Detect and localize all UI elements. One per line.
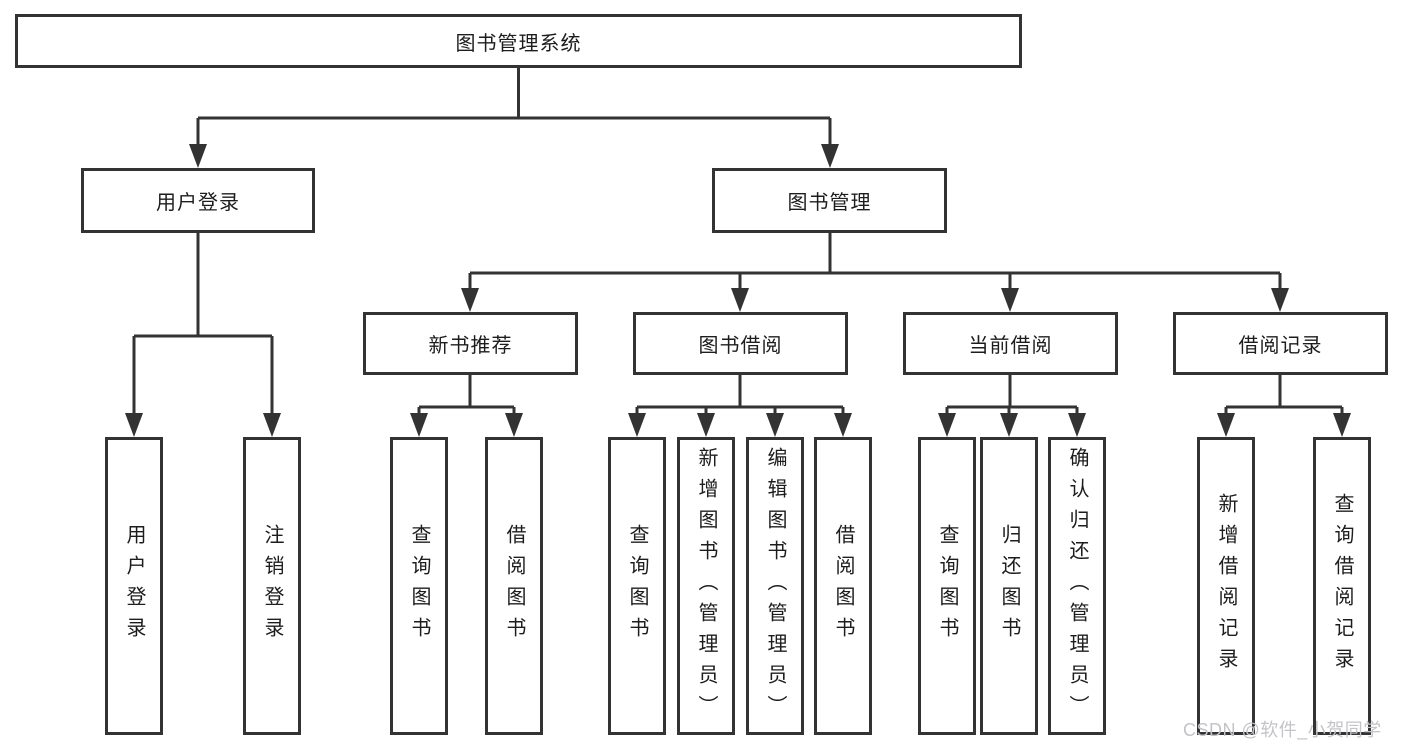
node-current-borrowing: 当前借阅 xyxy=(903,312,1118,375)
node-label: 新书推荐 xyxy=(428,335,513,357)
node-label: 当前借阅 xyxy=(968,335,1053,357)
leaf-borrow-query-books: 查询图书 xyxy=(608,437,666,735)
arrowheads xyxy=(125,144,1351,437)
node-user-login: 用户登录 xyxy=(81,168,315,233)
node-label: 编辑图书（管理员） xyxy=(764,446,786,726)
node-library-management-system: 图书管理系统 xyxy=(15,14,1022,68)
node-label: 用户登录 xyxy=(123,524,145,648)
leaf-borrow-borrow-books: 借阅图书 xyxy=(814,437,872,735)
leaf-user-login: 用户登录 xyxy=(105,437,163,735)
node-label: 新增图书（管理员） xyxy=(695,446,717,726)
node-book-management: 图书管理 xyxy=(712,168,947,233)
node-label: 归还图书 xyxy=(998,524,1020,648)
csdn-watermark: CSDN @软件_小贺同学 xyxy=(1183,720,1382,740)
node-label: 图书管理系统 xyxy=(455,32,582,55)
node-borrowing-records: 借阅记录 xyxy=(1173,312,1388,375)
leaf-recommend-query-books: 查询图书 xyxy=(390,437,448,735)
leaf-logout-login: 注销登录 xyxy=(243,437,301,735)
node-label: 借阅图书 xyxy=(832,524,854,648)
leaf-current-return-books: 归还图书 xyxy=(980,437,1038,735)
node-label: 查询图书 xyxy=(626,524,648,648)
node-book-borrowing: 图书借阅 xyxy=(633,312,848,375)
leaf-borrow-edit-books-admin: 编辑图书（管理员） xyxy=(746,437,804,735)
node-label: 确认归还（管理员） xyxy=(1066,446,1088,726)
leaf-current-query-books: 查询图书 xyxy=(918,437,976,735)
node-label: 借阅记录 xyxy=(1238,335,1323,357)
node-new-book-recommendation: 新书推荐 xyxy=(363,312,578,375)
node-label: 查询图书 xyxy=(936,524,958,648)
node-label: 借阅图书 xyxy=(503,524,525,648)
leaf-current-confirm-return-admin: 确认归还（管理员） xyxy=(1048,437,1106,735)
leaf-recommend-borrow-books: 借阅图书 xyxy=(485,437,543,735)
leaf-records-query-borrow-record: 查询借阅记录 xyxy=(1313,437,1371,735)
node-label: 图书借阅 xyxy=(698,335,783,357)
leaf-borrow-add-books-admin: 新增图书（管理员） xyxy=(677,437,735,735)
node-label: 查询图书 xyxy=(408,524,430,648)
node-label: 用户登录 xyxy=(156,192,240,214)
node-label: 查询借阅记录 xyxy=(1331,493,1353,679)
node-label: 图书管理 xyxy=(787,192,872,214)
node-label: 新增借阅记录 xyxy=(1215,493,1237,679)
leaf-records-add-borrow-record: 新增借阅记录 xyxy=(1197,437,1255,735)
node-label: 注销登录 xyxy=(261,524,283,648)
